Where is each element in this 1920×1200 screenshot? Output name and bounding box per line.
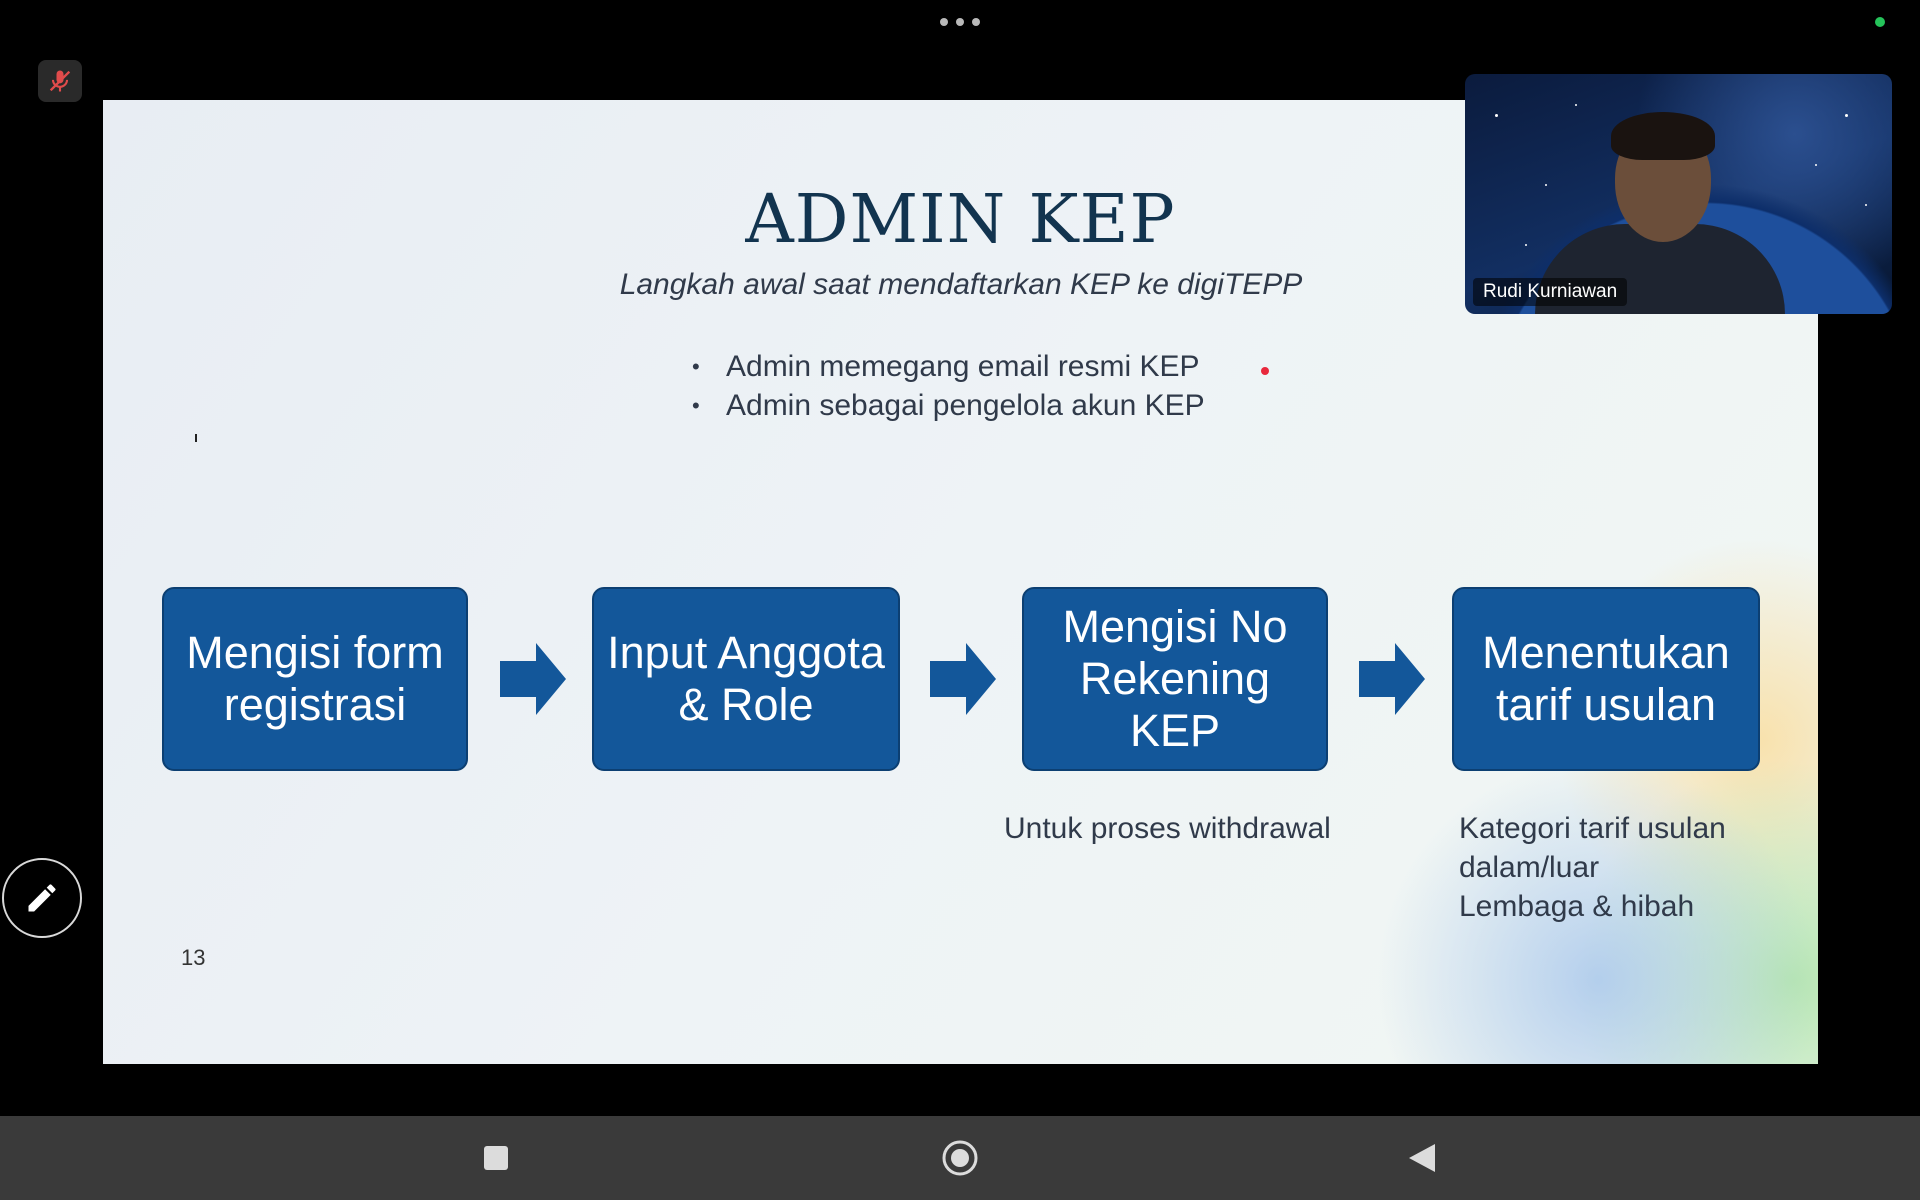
slide-subtitle: Langkah awal saat mendaftarkan KEP ke di… [619, 268, 1303, 301]
square-icon [484, 1146, 508, 1170]
star [1845, 114, 1848, 117]
note-line: Kategori tarif usulan [1459, 812, 1726, 845]
star [1865, 204, 1867, 206]
star [1495, 114, 1498, 117]
system-navigation-bar [0, 1116, 1920, 1200]
step-box-2: Input Anggota & Role [592, 587, 900, 771]
back-button[interactable] [1398, 1134, 1446, 1182]
circle-icon [942, 1140, 978, 1176]
note-line: Lembaga & hibah [1459, 890, 1695, 923]
bullet-item: Admin sebagai pengelola akun KEP [688, 386, 1205, 425]
dot [972, 18, 980, 26]
participant-hair [1611, 112, 1715, 160]
presentation-slide: ADMIN KEP Langkah awal saat mendaftarkan… [103, 100, 1818, 1064]
pencil-icon [28, 884, 56, 912]
slide-title: ADMIN KEP [745, 180, 1176, 258]
participant-name: Rudi Kurniawan [1473, 278, 1628, 306]
triangle-back-icon [1409, 1144, 1435, 1172]
note-step-3: Untuk proses withdrawal [1004, 812, 1331, 845]
participant-video-tile[interactable]: Rudi Kurniawan [1465, 74, 1892, 314]
dot [956, 18, 964, 26]
star [1575, 104, 1577, 106]
laser-pointer [1261, 367, 1269, 375]
bullet-item: Admin memegang email resmi KEP [688, 347, 1205, 386]
status-indicator [1875, 17, 1885, 27]
bullet-list: Admin memegang email resmi KEP Admin seb… [688, 347, 1205, 425]
arrow-right-icon [930, 643, 996, 715]
step-box-4: Menentukan tarif usulan [1452, 587, 1760, 771]
page-number: 13 [181, 945, 206, 970]
star [1545, 184, 1547, 186]
star [1525, 244, 1527, 246]
step-box-1: Mengisi form registrasi [162, 587, 468, 771]
arrow-right-icon [1359, 643, 1425, 715]
recents-button[interactable] [472, 1134, 520, 1182]
mic-off-icon [49, 70, 71, 92]
star [1815, 164, 1817, 166]
annotate-button[interactable] [2, 858, 82, 938]
cursor-mark [195, 434, 197, 442]
step-box-3: Mengisi No Rekening KEP [1022, 587, 1328, 771]
note-line: dalam/luar [1459, 851, 1600, 884]
arrow-right-icon [500, 643, 566, 715]
home-button[interactable] [936, 1134, 984, 1182]
more-options-button[interactable] [940, 14, 980, 30]
dot [940, 18, 948, 26]
note-step-4: Kategori tarif usulan dalam/luar Lembaga… [1459, 809, 1726, 926]
mute-button[interactable] [38, 60, 82, 102]
